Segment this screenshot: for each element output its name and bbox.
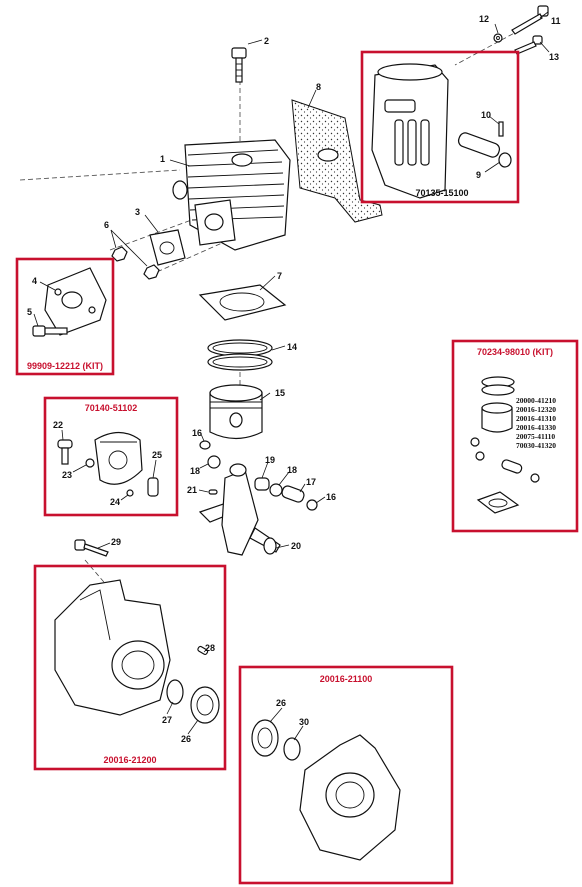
- intake-kit-label: 99909-12212 (KIT): [27, 361, 103, 371]
- callout-19: 19: [265, 455, 275, 465]
- crankcase-left-kit-label: 20016-21200: [103, 755, 156, 765]
- callout-11: 11: [551, 16, 561, 26]
- callout-29: 29: [111, 537, 121, 547]
- callout-18a: 18: [190, 466, 200, 476]
- muffler: [371, 63, 512, 199]
- clutch: [57, 431, 159, 497]
- leader-lines: [33, 11, 550, 741]
- callout-25: 25: [152, 450, 162, 460]
- callout-numbers: 1 2 3 4 5 6 7 8 9 10 11 12 13 14 15 16 1…: [27, 14, 561, 744]
- callout-5: 5: [27, 307, 32, 317]
- callout-8: 8: [316, 82, 321, 92]
- crankcase-left: [54, 579, 220, 724]
- piston-kit-part-5: 20075-41110: [516, 432, 555, 441]
- piston-kit-label: 70234-98010 (KIT): [477, 347, 553, 357]
- callout-18b: 18: [287, 465, 297, 475]
- callout-13: 13: [549, 52, 559, 62]
- callout-7: 7: [277, 271, 282, 281]
- callout-21: 21: [187, 485, 197, 495]
- crankcase-bolt: [74, 539, 109, 557]
- base-gasket: [198, 284, 287, 321]
- piston-rings: [207, 339, 273, 371]
- piston-pin-parts: [199, 440, 318, 511]
- muffler-kit-label: 70135-15100: [415, 188, 468, 198]
- callout-24: 24: [110, 497, 120, 507]
- crankcase-right-kit-box: [238, 665, 454, 885]
- intake-kit-box: [15, 257, 115, 376]
- callout-30: 30: [299, 717, 309, 727]
- crankcase-right: [251, 719, 401, 861]
- callout-9: 9: [476, 170, 481, 180]
- callout-26b: 26: [276, 698, 286, 708]
- piston-kit-illustration: [470, 376, 540, 514]
- callout-22: 22: [53, 420, 63, 430]
- callout-1: 1: [160, 154, 165, 164]
- cylinder: [172, 139, 291, 251]
- intake-bolt: [32, 325, 68, 337]
- kit-boxes: 70135-15100 99909-12212 (KIT) 70234-9801…: [15, 50, 579, 885]
- piston-kit-part-4: 20016-41330: [516, 423, 556, 432]
- callout-6: 6: [104, 220, 109, 230]
- nuts: [111, 246, 160, 280]
- callout-27: 27: [162, 715, 172, 725]
- callout-28: 28: [205, 643, 215, 653]
- clutch-kit-label: 70140-51102: [85, 403, 138, 413]
- callout-10: 10: [481, 110, 491, 120]
- heat-shield: [291, 99, 383, 223]
- cylinder-bolt: [231, 47, 247, 83]
- crankcase-left-kit-box: [33, 564, 227, 771]
- callout-17: 17: [306, 477, 316, 487]
- muffler-pin: [498, 121, 504, 137]
- piston-kit-part-1: 20000-41210: [516, 396, 556, 405]
- muffler-kit-box: [360, 50, 520, 204]
- muffler-bolts: [493, 5, 549, 55]
- piston-kit-parts-list: 20000-41210 20016-12320 20016-41310 2001…: [516, 396, 556, 450]
- callout-26a: 26: [181, 734, 191, 744]
- crankshaft: [198, 463, 281, 556]
- clutch-kit-box: [43, 396, 179, 517]
- callout-4: 4: [32, 276, 37, 286]
- callout-2: 2: [264, 36, 269, 46]
- intake-gasket: [149, 229, 186, 266]
- callout-16a: 16: [192, 428, 202, 438]
- callout-16b: 16: [326, 492, 336, 502]
- piston-kit-part-3: 20016-41310: [516, 414, 556, 423]
- piston-kit-part-2: 20016-12320: [516, 405, 556, 414]
- callout-15: 15: [275, 388, 285, 398]
- callout-12: 12: [479, 14, 489, 24]
- piston-kit-box: [451, 339, 579, 533]
- intake-block: [44, 267, 107, 336]
- piston: [209, 384, 263, 440]
- callout-14: 14: [287, 342, 297, 352]
- callout-20: 20: [291, 541, 301, 551]
- callout-23: 23: [62, 470, 72, 480]
- callout-3: 3: [135, 207, 140, 217]
- piston-kit-part-6: 70030-41320: [516, 441, 556, 450]
- crankcase-right-kit-label: 20016-21100: [320, 674, 373, 684]
